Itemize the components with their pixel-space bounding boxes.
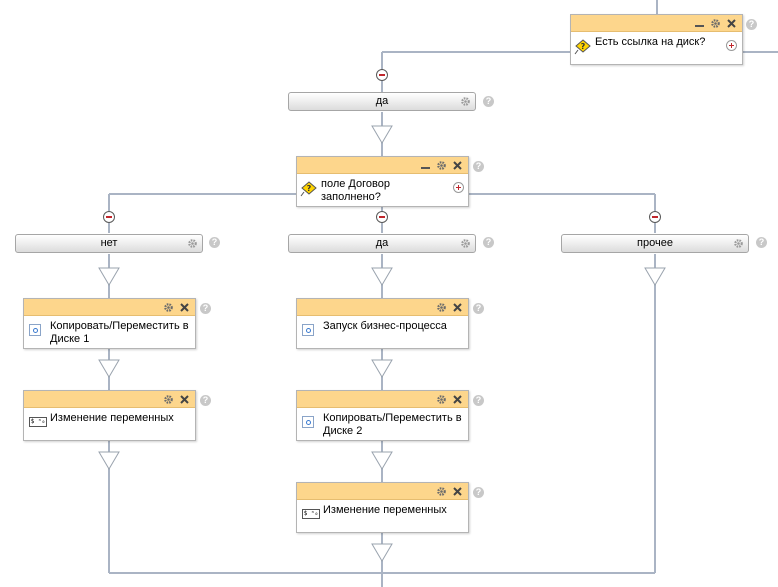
help-icon[interactable]: ? — [209, 237, 220, 248]
branch-label: прочее — [637, 237, 673, 249]
help-icon[interactable]: ? — [473, 303, 484, 314]
close-icon[interactable] — [724, 15, 738, 31]
block-header — [297, 157, 468, 174]
block-header — [571, 15, 742, 32]
flow-arrow — [98, 451, 120, 470]
action-label: Копировать/Переместить в Диске 1 — [50, 320, 189, 345]
gear-icon[interactable] — [434, 483, 448, 499]
disk-activity-icon — [29, 324, 41, 336]
condition-label: поле Договор заполнено? — [321, 178, 390, 203]
flow-arrow — [371, 125, 393, 144]
condition-icon: ? — [300, 181, 318, 201]
flow-arrow — [371, 451, 393, 470]
close-icon[interactable] — [177, 299, 191, 315]
svg-text:?: ? — [581, 42, 586, 51]
add-branch-icon[interactable] — [453, 182, 464, 193]
flow-arrow — [371, 543, 393, 562]
block-header — [24, 299, 195, 316]
action-block-start-business-process[interactable]: Запуск бизнес-процесса — [296, 298, 469, 349]
gear-icon[interactable] — [733, 238, 744, 255]
help-icon[interactable]: ? — [746, 19, 757, 30]
gear-icon[interactable] — [434, 157, 448, 173]
flow-arrow — [98, 267, 120, 286]
flow-arrow — [371, 267, 393, 286]
gear-icon[interactable] — [187, 238, 198, 255]
disk-activity-icon — [302, 416, 314, 428]
variable-icon: $ ⁿ₀ — [29, 417, 47, 427]
block-header — [24, 391, 195, 408]
gear-icon[interactable] — [434, 391, 448, 407]
help-icon[interactable]: ? — [473, 395, 484, 406]
help-icon[interactable]: ? — [200, 303, 211, 314]
gear-icon[interactable] — [161, 391, 175, 407]
gear-icon[interactable] — [708, 15, 722, 31]
help-icon[interactable]: ? — [483, 237, 494, 248]
gear-icon[interactable] — [161, 299, 175, 315]
flow-arrow — [98, 359, 120, 378]
remove-branch-icon[interactable] — [376, 211, 388, 223]
close-icon[interactable] — [177, 391, 191, 407]
action-block-change-variables-1[interactable]: $ ⁿ₀ Изменение переменных — [23, 390, 196, 441]
help-icon[interactable]: ? — [756, 237, 767, 248]
help-icon[interactable]: ? — [483, 96, 494, 107]
action-label: Изменение переменных — [323, 504, 447, 516]
condition-label: Есть ссылка на диск? — [595, 36, 706, 48]
action-block-copy-move-1[interactable]: Копировать/Переместить в Диске 1 — [23, 298, 196, 349]
help-icon[interactable]: ? — [473, 161, 484, 172]
condition-block-disk-link[interactable]: ? Есть ссылка на диск? — [570, 14, 743, 65]
branch-yes-top[interactable]: да — [288, 92, 476, 111]
action-block-copy-move-2[interactable]: Копировать/Переместить в Диске 2 — [296, 390, 469, 441]
action-label: Копировать/Переместить в Диске 2 — [323, 412, 462, 437]
condition-block-contract-field[interactable]: ? поле Договор заполнено? — [296, 156, 469, 207]
block-header — [297, 391, 468, 408]
close-icon[interactable] — [450, 483, 464, 499]
branch-no[interactable]: нет — [15, 234, 203, 253]
action-label: Запуск бизнес-процесса — [323, 320, 447, 332]
remove-branch-icon[interactable] — [376, 69, 388, 81]
branch-other[interactable]: прочее — [561, 234, 749, 253]
action-label: Изменение переменных — [50, 412, 174, 424]
block-header — [297, 483, 468, 500]
svg-text:?: ? — [307, 184, 312, 193]
remove-branch-icon[interactable] — [103, 211, 115, 223]
flow-arrow — [644, 267, 666, 286]
add-branch-icon[interactable] — [726, 40, 737, 51]
condition-icon: ? — [574, 39, 592, 59]
gear-icon[interactable] — [434, 299, 448, 315]
remove-branch-icon[interactable] — [649, 211, 661, 223]
branch-label: нет — [100, 237, 118, 249]
branch-yes[interactable]: да — [288, 234, 476, 253]
close-icon[interactable] — [450, 299, 464, 315]
branch-label: да — [375, 95, 389, 107]
gear-icon[interactable] — [460, 238, 471, 255]
process-activity-icon — [302, 324, 314, 336]
block-header — [297, 299, 468, 316]
variable-icon: $ ⁿ₀ — [302, 509, 320, 519]
flow-arrow — [371, 359, 393, 378]
help-icon[interactable]: ? — [473, 487, 484, 498]
gear-icon[interactable] — [460, 96, 471, 113]
minimize-icon[interactable] — [418, 157, 432, 173]
help-icon[interactable]: ? — [200, 395, 211, 406]
minimize-icon[interactable] — [692, 15, 706, 31]
action-block-change-variables-2[interactable]: $ ⁿ₀ Изменение переменных — [296, 482, 469, 533]
close-icon[interactable] — [450, 391, 464, 407]
close-icon[interactable] — [450, 157, 464, 173]
branch-label: да — [375, 237, 389, 249]
